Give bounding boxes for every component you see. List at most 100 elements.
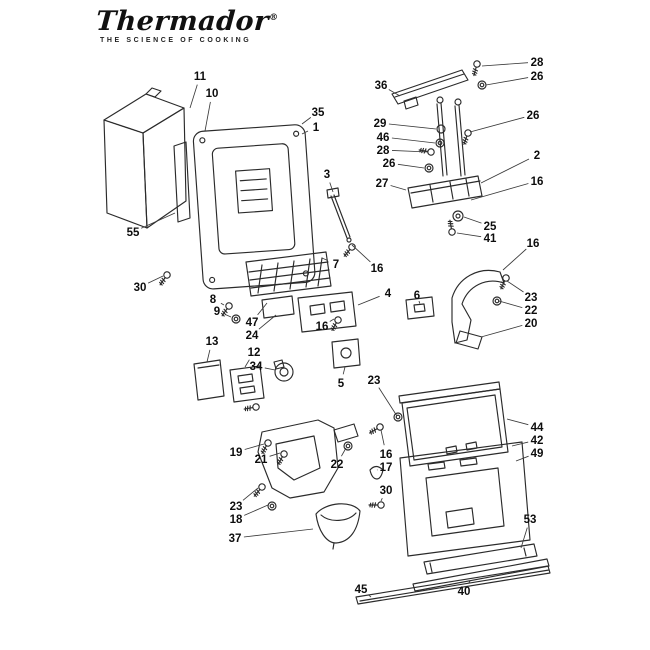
leader-line-9: [391, 149, 429, 153]
leader-line-17: [456, 232, 482, 238]
support-bracket-right: [451, 269, 511, 350]
leader-line-47: [506, 418, 529, 426]
part-callout-16-29: 16: [316, 321, 329, 333]
part-callout-16-13: 16: [531, 176, 544, 188]
thermador-logo: Thermador®: [94, 6, 279, 37]
leader-line-5: [301, 117, 312, 125]
leader-line-24: [225, 314, 232, 318]
part-callout-49-49: 49: [531, 448, 544, 460]
leader-line-51: [468, 580, 471, 584]
leader-line-13: [470, 183, 529, 201]
part-callout-12-34: 12: [248, 347, 261, 359]
actuator-rod: [326, 187, 358, 259]
leader-line-43: [380, 498, 383, 502]
leader-line-32: [480, 324, 523, 338]
part-callout-16-41: 16: [380, 449, 393, 461]
registered-mark-icon: ®: [268, 13, 279, 23]
part-callout-24-26: 24: [246, 330, 259, 342]
grille: [245, 251, 332, 297]
leader-line-12: [480, 158, 530, 184]
logo-text: Thermador: [94, 6, 270, 37]
leader-line-31: [498, 300, 523, 309]
grommet-and-screw: [446, 210, 464, 237]
lower-left-plates: [193, 359, 294, 413]
part-callout-13-33: 13: [206, 336, 219, 348]
leader-line-21: [147, 275, 164, 284]
part-callout-40-51: 40: [458, 586, 471, 598]
leader-line-2: [388, 89, 401, 97]
leader-line-18: [141, 212, 176, 229]
part-callout-5-36: 5: [338, 378, 345, 390]
part-callout-25-16: 25: [484, 221, 497, 233]
leader-line-20: [351, 244, 371, 263]
trim-strip: [423, 543, 538, 575]
leader-line-11: [469, 116, 525, 133]
leader-line-46: [243, 528, 314, 538]
leader-line-7: [388, 123, 437, 130]
leader-line-36: [342, 366, 346, 375]
hardware-top-right: [418, 59, 487, 177]
part-callout-6-28: 6: [414, 290, 420, 302]
part-callout-19-38: 19: [230, 447, 243, 459]
leader-line-37: [378, 387, 398, 417]
leader-line-10: [397, 163, 425, 169]
leader-line-28: [418, 300, 421, 304]
brand-header: Thermador® THE SCIENCE OF COOKING: [94, 6, 279, 44]
leader-line-15: [329, 182, 334, 193]
part-callout-45-52: 45: [355, 584, 368, 596]
leader-line-35: [264, 367, 276, 371]
switch-board: [297, 291, 357, 333]
part-callout-4-27: 4: [385, 288, 392, 300]
dispenser-frame: [192, 124, 316, 290]
part-callout-23-37: 23: [368, 375, 381, 387]
part-callout-47-25: 47: [246, 317, 259, 329]
channel-bracket: [407, 175, 483, 209]
diagram-line-art: [103, 59, 551, 605]
part-callout-8-23: 8: [210, 294, 217, 306]
part-callout-26-4: 26: [531, 71, 544, 83]
part-callout-16-20: 16: [371, 263, 384, 275]
part-callout-9-24: 9: [214, 306, 220, 318]
leader-line-19: [502, 248, 527, 271]
part-callout-26-11: 26: [527, 110, 540, 122]
part-callout-30-21: 30: [134, 282, 147, 294]
part-callout-18-45: 18: [230, 514, 243, 526]
cover-plate: [261, 295, 295, 319]
leader-line-4: [485, 77, 529, 86]
part-callout-53-50: 53: [524, 514, 537, 526]
part-callout-46-8: 46: [377, 132, 390, 144]
top-trim-strip: [391, 69, 469, 110]
part-callout-42-48: 42: [531, 435, 544, 447]
leader-line-34: [244, 359, 250, 368]
leader-line-25: [257, 302, 268, 316]
rear-panel: [398, 381, 509, 467]
brand-tagline: THE SCIENCE OF COOKING: [100, 37, 252, 44]
front-panel: [399, 441, 531, 557]
part-callout-28-9: 28: [377, 145, 390, 157]
leader-line-3: [481, 62, 529, 67]
part-callout-35-5: 35: [312, 107, 325, 119]
part-callout-17-42: 17: [380, 462, 393, 474]
leader-line-38: [244, 443, 265, 450]
leader-line-33: [206, 349, 211, 363]
leader-line-48: [511, 441, 529, 447]
leader-line-6: [301, 130, 309, 135]
part-callout-28-3: 28: [531, 57, 544, 69]
part-callout-44-47: 44: [531, 422, 544, 434]
part-callout-2-12: 2: [534, 150, 540, 162]
leader-line-22: [321, 257, 328, 261]
part-callout-10-1: 10: [206, 88, 219, 100]
leader-line-16: [463, 216, 482, 224]
leader-line-52: [367, 594, 372, 598]
part-callout-7-22: 7: [333, 259, 339, 271]
part-callout-21-39: 21: [255, 454, 268, 466]
leader-line-45: [244, 504, 269, 516]
leader-line-14: [390, 185, 407, 191]
part-callout-37-46: 37: [229, 533, 242, 545]
part-callout-11-0: 11: [194, 71, 207, 83]
leader-line-41: [380, 429, 385, 446]
mounting-plate: [331, 338, 361, 369]
part-callout-23-44: 23: [230, 501, 243, 513]
